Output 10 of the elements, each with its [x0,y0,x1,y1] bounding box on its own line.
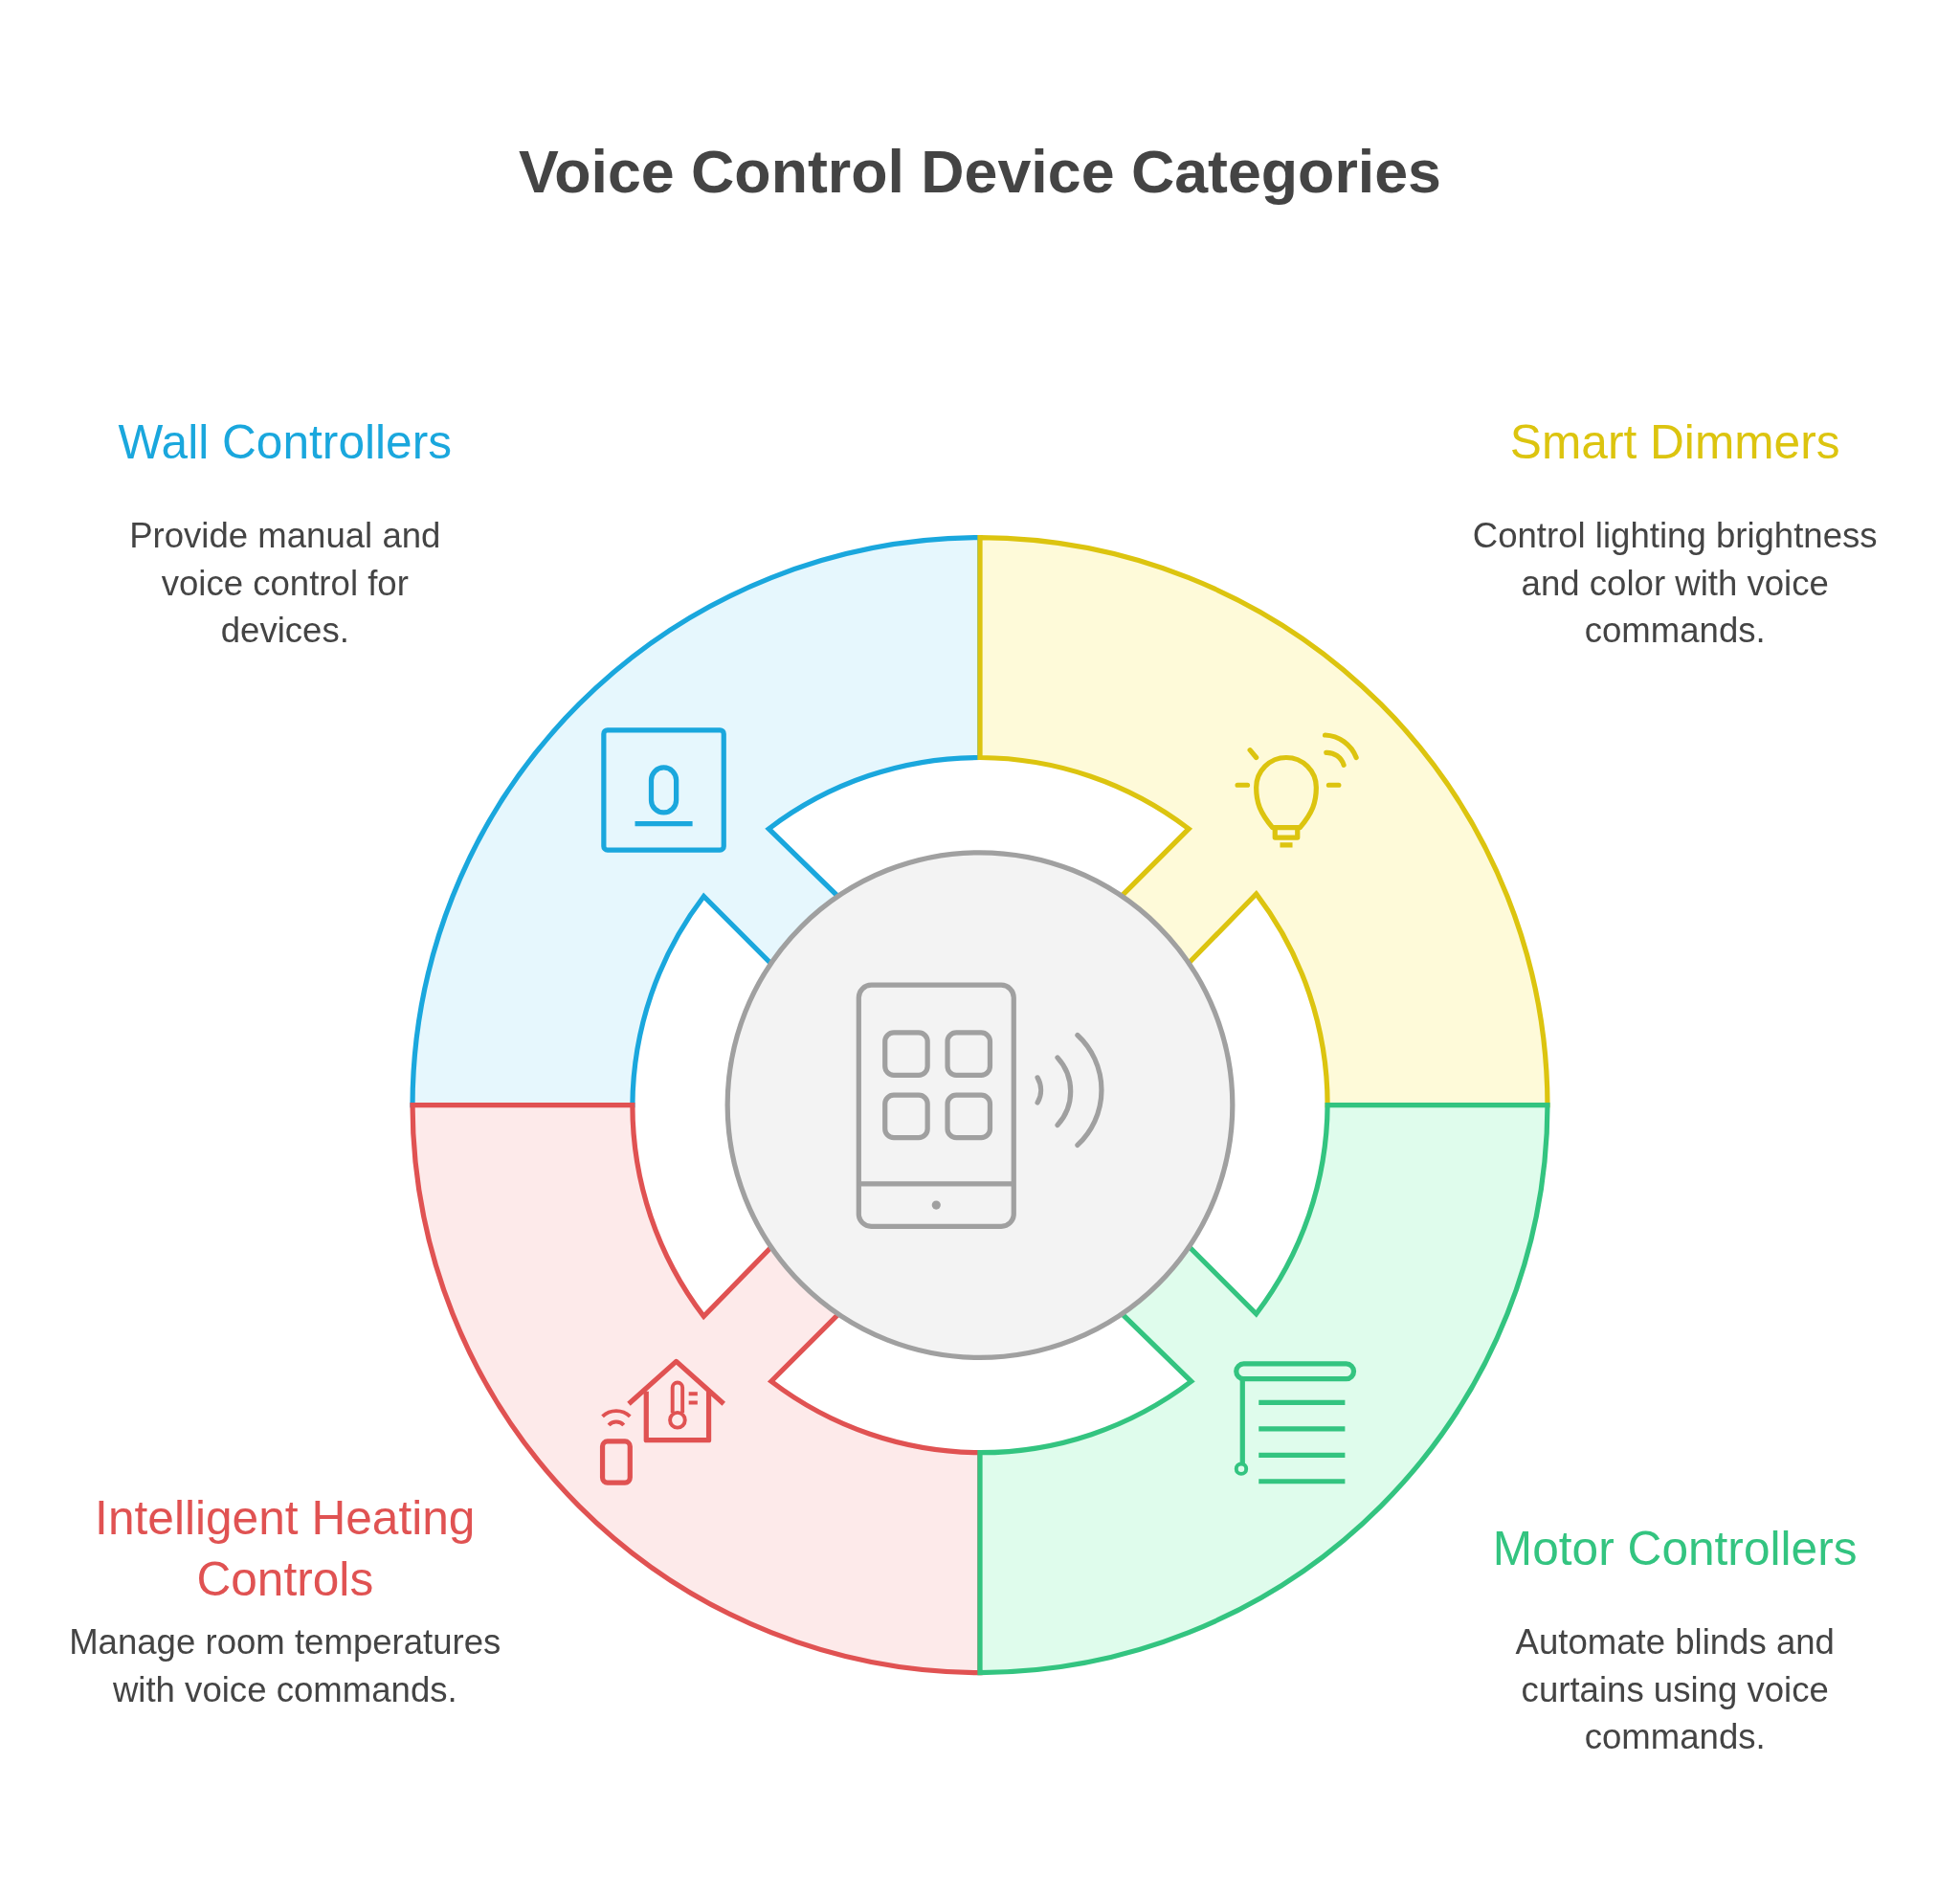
category-description: Control lighting brightness and color with voice commands. [1471,515,1879,652]
category-heading: Smart Dimmers [1508,414,1841,471]
category-description: Provide manual and voice control for devices. [128,515,442,652]
title: Voice Control Device Categories [518,138,1442,207]
category-heading: Intelligent Heating Controls [94,1490,477,1608]
category-description: Manage room temperatures with voice commands. [68,1621,502,1711]
category-description: Automate blinds and curtains using voice commands. [1514,1621,1836,1758]
center-circle [724,850,1236,1361]
category-heading: Wall Controllers [117,414,453,471]
category-heading: Motor Controllers [1491,1521,1859,1577]
